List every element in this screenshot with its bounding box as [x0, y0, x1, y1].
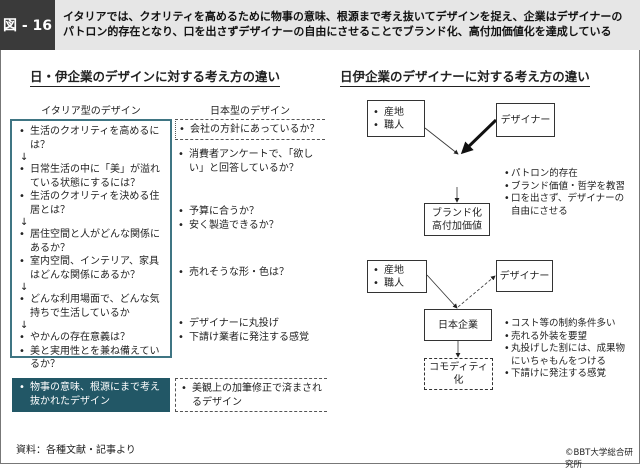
- italy-item: やかんの存在意義は？: [18, 331, 164, 345]
- japan-item: 安く製造できるか？: [177, 219, 327, 233]
- left-section-title: 日・伊企業のデザインに対する考え方の違い: [30, 66, 281, 87]
- italy-company-box: イタリア企業: [425, 155, 490, 187]
- result-line: ブランド化: [432, 207, 482, 219]
- note: コスト等の制約条件多い: [503, 318, 633, 331]
- origin-item: 職人: [372, 277, 404, 290]
- down-arrow: ↓: [20, 282, 29, 293]
- japan-summary: 美観上の加筆修正で済まされるデザイン: [175, 378, 327, 412]
- note: 丸投げした割には、成果物にいちゃもんをつける: [503, 343, 633, 368]
- italy-item: 日常生活の中に「美」が溢れている状態にするには？: [18, 163, 164, 190]
- note: 下請けに発注する感覚: [503, 368, 633, 381]
- italy-item: 居住空間と人がどんな関係にあるか？: [18, 228, 164, 255]
- caption: イタリアでは、クオリティを高めるために物事の意味、根源まで考え抜いてデザインを捉…: [55, 0, 640, 50]
- origin-item: 産地: [372, 106, 404, 119]
- japan-notes: コスト等の制約条件多い 売れる外装を要望 丸投げした割には、成果物にいちゃもんを…: [503, 318, 633, 381]
- note: ブランド価値・哲学を教習: [503, 181, 633, 194]
- japan-item: 消費者アンケートで、「欲しい」と回答しているか？: [177, 148, 327, 175]
- japan-origin-box: 産地職人: [367, 260, 427, 293]
- italy-item: 室内空間、インテリア、家具はどんな関係にあるか？: [18, 255, 164, 282]
- japan-item: 予算に合うか？: [177, 205, 327, 219]
- result-line: 高付加価値: [432, 220, 482, 232]
- italy-item: どんな利用場面で、どんな気持ちで生活しているか: [18, 293, 164, 320]
- japan-item: デザイナーに丸投げ: [177, 317, 327, 331]
- down-arrow: ↓: [20, 320, 29, 331]
- japan-to-designer-dashed-arrow: [457, 275, 496, 308]
- japan-item: 会社の方針にあっているか？: [178, 123, 323, 137]
- japan-item-text: 消費者アンケートで、「欲しい」と回答しているか？: [177, 148, 327, 175]
- down-arrow: ↓: [20, 217, 29, 228]
- italy-result-box: ブランド化高付加価値: [424, 203, 490, 236]
- japan-item: 下請け業者に発注する感覚: [177, 331, 327, 345]
- japan-company-box: 日本企業: [424, 309, 492, 341]
- italy-item: 美と実用性とを兼ね備えているか？: [18, 345, 164, 372]
- italy-header: イタリア型のデザイン: [41, 106, 141, 117]
- japan-summary-text: 美観上の加筆修正で済まされるデザイン: [180, 382, 323, 409]
- italy-notes: パトロン的存在 ブランド価値・哲学を教習 口を出さず、デザイナーの自由にさせる: [503, 168, 633, 218]
- italy-designer-box: デザイナー: [496, 103, 555, 137]
- italy-summary-text: 物事の意味、根源にまで考え抜かれたデザイン: [18, 381, 164, 408]
- designer-to-italy-arrow: [460, 118, 498, 155]
- note: 売れる外装を要望: [503, 331, 633, 344]
- source-note: 資料：各種文献・記事より: [16, 445, 136, 456]
- origin-to-japan-arrow: [426, 274, 458, 309]
- note: 口を出さず、デザイナーの自由にさせる: [503, 193, 633, 218]
- japan-item-group: 売れそうな形・色は？: [177, 266, 327, 280]
- origin-to-italy-arrow: [424, 127, 459, 155]
- right-section-title: 日伊企業のデザイナーに対する考え方の違い: [340, 66, 590, 87]
- japan-header: 日本型のデザイン: [210, 106, 290, 117]
- figure-label: 図 - 16: [0, 0, 55, 50]
- japan-policy-box: 会社の方針にあっているか？: [175, 119, 325, 140]
- japan-item-group: 予算に合うか？安く製造できるか？: [177, 205, 327, 232]
- italy-item: 生活のクオリティを高めるには？: [18, 125, 164, 152]
- down-arrow: ↓: [20, 152, 29, 163]
- italy-summary: 物事の意味、根源にまで考え抜かれたデザイン: [12, 378, 170, 412]
- origin-item: 職人: [372, 119, 404, 132]
- japan-item: 売れそうな形・色は？: [177, 266, 327, 280]
- italy-design-box: 生活のクオリティを高めるには？ ↓ 日常生活の中に「美」が溢れている状態にするに…: [10, 119, 172, 370]
- origin-item: 産地: [372, 264, 404, 277]
- italy-item: 生活のクオリティを決める住居とは？: [18, 190, 164, 217]
- japan-designer-box: デザイナー: [496, 260, 553, 292]
- commodity-box: コモディティ化: [424, 358, 493, 390]
- japan-item-group: デザイナーに丸投げ下請け業者に発注する感覚: [177, 317, 327, 344]
- italy-origin-box: 産地職人: [367, 100, 425, 137]
- note: パトロン的存在: [503, 168, 633, 181]
